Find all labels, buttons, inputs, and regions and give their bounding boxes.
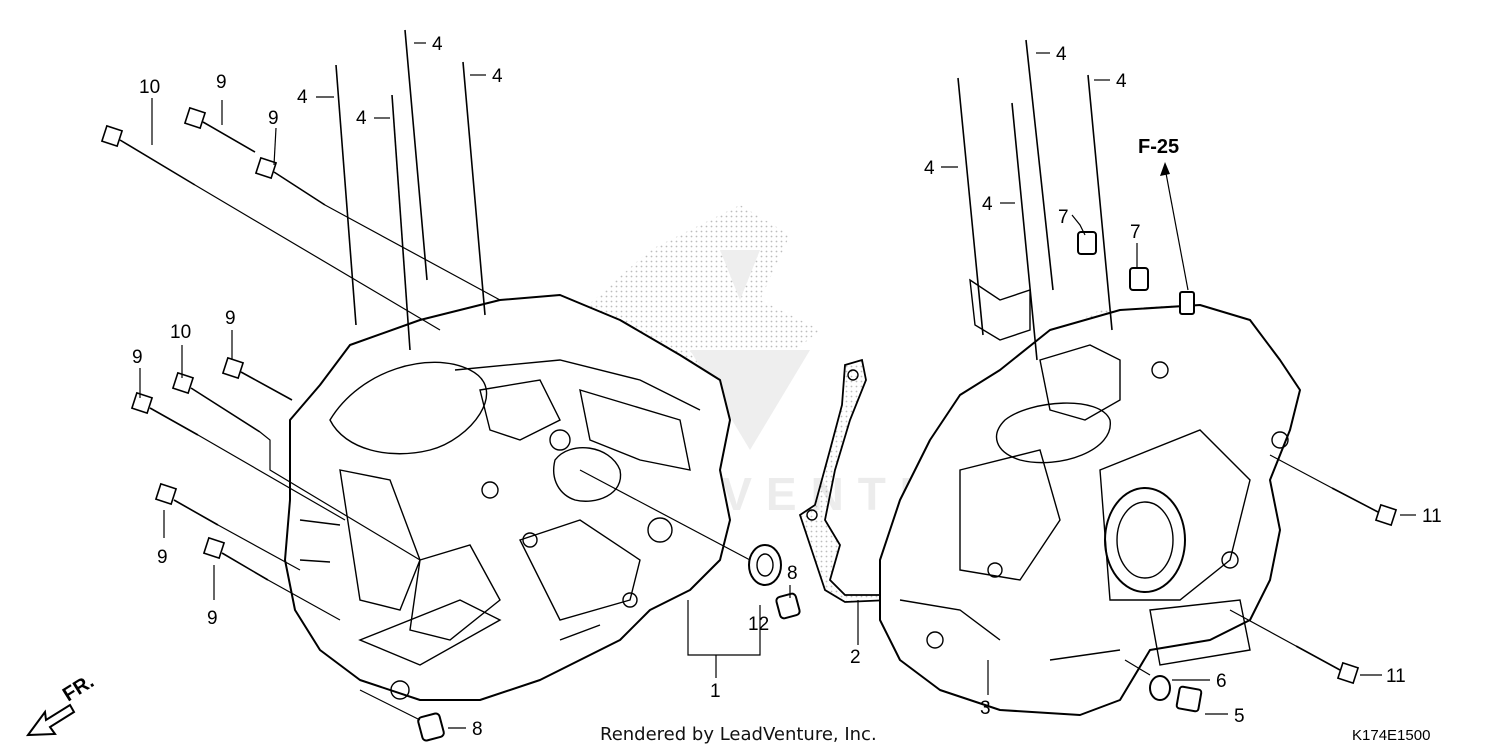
reference-f25: F-25 xyxy=(1138,136,1179,158)
left-crankcase xyxy=(284,294,731,701)
bolt-9-c xyxy=(221,356,293,401)
right-studs xyxy=(957,39,1113,361)
callout-4-right-c: 4 xyxy=(1056,44,1067,65)
callout-4-left-c: 4 xyxy=(432,34,443,55)
callout-9-mid-a: 9 xyxy=(225,308,236,329)
bearing-and-dowels xyxy=(359,469,801,742)
callout-11-upper: 11 xyxy=(1422,506,1442,527)
callout-10-lower: 10 xyxy=(170,322,191,343)
f25-reference-arrow xyxy=(1160,162,1189,291)
callout-4-right-a: 4 xyxy=(924,158,935,179)
bolt-9-f xyxy=(202,536,341,621)
callout-9-lower-b: 9 xyxy=(207,608,218,629)
callout-7-b: 7 xyxy=(1130,222,1141,243)
callout-11-lower: 11 xyxy=(1386,666,1406,687)
callout-10-upper: 10 xyxy=(139,77,160,98)
callout-4-left-a: 4 xyxy=(297,87,308,108)
callout-4-right-d: 4 xyxy=(1116,71,1127,92)
callout-9-upper-b: 9 xyxy=(268,108,279,129)
bolt-9-d xyxy=(130,391,346,521)
callout-9-mid-b: 9 xyxy=(132,347,143,368)
callout-5: 5 xyxy=(1234,706,1245,727)
callout-7-a: 7 xyxy=(1058,207,1069,228)
bolt-9-e xyxy=(154,482,301,571)
right-bolts xyxy=(1124,454,1398,713)
bolt-9-a xyxy=(183,106,256,153)
bolt-9-b xyxy=(254,156,501,301)
callout-8-lower: 8 xyxy=(472,719,483,740)
right-crankcase xyxy=(879,231,1301,716)
callout-leaders xyxy=(139,42,1416,729)
callout-4-right-b: 4 xyxy=(982,194,993,215)
left-bolts xyxy=(100,106,501,621)
callout-6: 6 xyxy=(1216,671,1227,692)
callout-1: 1 xyxy=(710,681,721,702)
callout-9-lower-a: 9 xyxy=(157,547,168,568)
callout-12: 12 xyxy=(748,614,769,635)
callout-4-left-d: 4 xyxy=(492,66,503,87)
callout-3: 3 xyxy=(980,698,991,719)
direction-label: FR. xyxy=(59,671,98,707)
diagram-code: K174E1500 xyxy=(1352,727,1430,744)
left-studs xyxy=(335,29,486,351)
callout-8-upper: 8 xyxy=(787,563,798,584)
callout-9-upper-a: 9 xyxy=(216,72,227,93)
callout-labels: 10 9 9 4 4 4 4 10 9 9 9 9 8 1 12 8 2 3 4… xyxy=(132,34,1442,740)
bolt-10-upper xyxy=(100,124,441,331)
callout-4-left-b: 4 xyxy=(356,108,367,129)
bolt-10-lower xyxy=(171,371,421,561)
front-direction-arrow: FR. xyxy=(25,671,98,737)
footer-credit: Rendered by LeadVenture, Inc. xyxy=(600,724,877,745)
callout-2: 2 xyxy=(850,647,861,668)
